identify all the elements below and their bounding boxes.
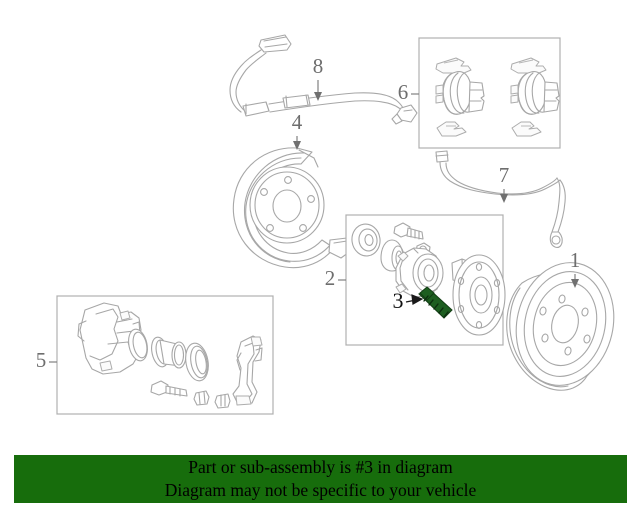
callout-8: 8 [313,54,324,101]
callout-3-number: 3 [393,288,404,313]
part-hub-bearing-assembly-box [345,214,506,346]
highlighted-part-3-wheel-stud [418,286,453,319]
callout-6: 6 [398,80,419,104]
part-abs-sensor-cable [229,34,418,125]
callout-1-number: 1 [570,248,581,272]
callout-2: 2 [325,266,346,290]
part-brake-hose-line [435,150,566,248]
notice-line-2: Diagram may not be specific to your vehi… [164,480,477,500]
callout-5-number: 5 [36,348,47,372]
callout-5: 5 [36,348,57,372]
part-brake-pad-set-box [418,37,561,149]
callout-4: 4 [292,110,303,150]
callout-8-number: 8 [313,54,324,78]
callout-1: 1 [570,248,581,288]
part-caliper-assembly-box [56,295,274,415]
notice-line-1: Part or sub-assembly is #3 in diagram [188,457,453,477]
part-brake-backing-plate [232,147,353,269]
callout-3: 3 [393,288,424,313]
callout-6-number: 6 [398,80,409,104]
callout-4-number: 4 [292,110,303,134]
part-notice-banner: Part or sub-assembly is #3 in diagram Di… [14,455,627,503]
callout-2-number: 2 [325,266,336,290]
part-brake-rotor-disc [506,262,615,391]
callout-7: 7 [499,163,510,203]
callout-7-number: 7 [499,163,510,187]
